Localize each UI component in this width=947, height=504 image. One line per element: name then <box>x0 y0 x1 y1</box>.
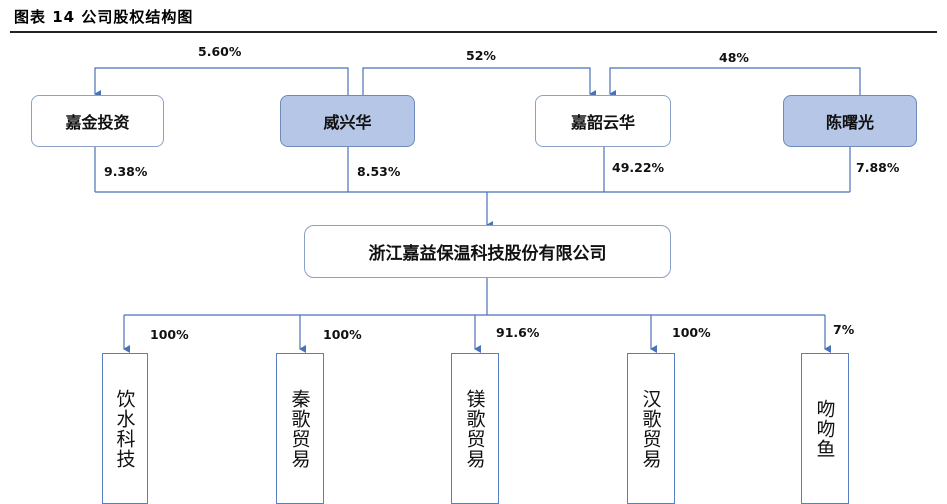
shareholder-chenshuguang-box: 陈曙光 <box>783 95 917 147</box>
title-rule <box>10 31 937 33</box>
pct-wenwenyu: 7% <box>833 322 855 337</box>
pct-yinshui: 100% <box>150 327 189 342</box>
subsidiary-qinge-label: 秦歌贸易 <box>288 388 311 469</box>
line-weixinghua-to-jiashaoyunhua <box>362 67 596 98</box>
company-name: 浙江嘉益保温科技股份有限公司 <box>368 244 607 264</box>
line-weixinghua-to-jiajin <box>94 67 349 98</box>
subsidiary-qinge-box: 秦歌贸易 <box>276 353 324 504</box>
subsidiary-meige-label: 镁歌贸易 <box>463 388 486 469</box>
subsidiary-yinshui-label: 饮水科技 <box>113 388 136 469</box>
shareholder-weixinghua-box: 威兴华 <box>280 95 415 147</box>
subsidiary-wenwenyu-box: 吻吻鱼 <box>801 353 849 504</box>
subsidiary-meige-box: 镁歌贸易 <box>451 353 499 504</box>
shareholder-chenshuguang-label: 陈曙光 <box>825 113 874 132</box>
pct-jiajin-stake: 9.38% <box>104 164 148 179</box>
shareholder-jiajin-box: 嘉金投资 <box>31 95 164 147</box>
company-box: 浙江嘉益保温科技股份有限公司 <box>304 225 671 278</box>
pct-jiashaoyunhua-stake: 49.22% <box>612 160 665 175</box>
line-chenshuguang-to-jiashaoyunhua <box>609 67 861 98</box>
pct-chenshuguang-jiashaoyunhua: 48% <box>719 50 749 65</box>
pct-weixinghua-stake: 8.53% <box>357 164 401 179</box>
pct-weixinghua-jiajin: 5.60% <box>198 44 242 59</box>
pct-hange: 100% <box>672 325 711 340</box>
subsidiary-hange-box: 汉歌贸易 <box>627 353 675 504</box>
pct-meige: 91.6% <box>496 325 540 340</box>
subsidiary-yinshui-box: 饮水科技 <box>102 353 148 504</box>
subsidiary-hange-label: 汉歌贸易 <box>639 388 662 469</box>
subsidiary-wenwenyu-label: 吻吻鱼 <box>813 398 836 459</box>
figure-title: 图表 14 公司股权结构图 <box>14 8 194 26</box>
shareholder-jiashaoyunhua-box: 嘉韶云华 <box>535 95 671 147</box>
pct-chenshuguang-stake: 7.88% <box>856 160 900 175</box>
pct-qinge: 100% <box>323 327 362 342</box>
shareholder-weixinghua-label: 威兴华 <box>323 113 372 132</box>
pct-weixinghua-jiashaoyunhua: 52% <box>466 48 496 63</box>
shareholder-jiashaoyunhua-label: 嘉韶云华 <box>570 113 635 132</box>
shareholder-jiajin-label: 嘉金投资 <box>65 113 130 132</box>
